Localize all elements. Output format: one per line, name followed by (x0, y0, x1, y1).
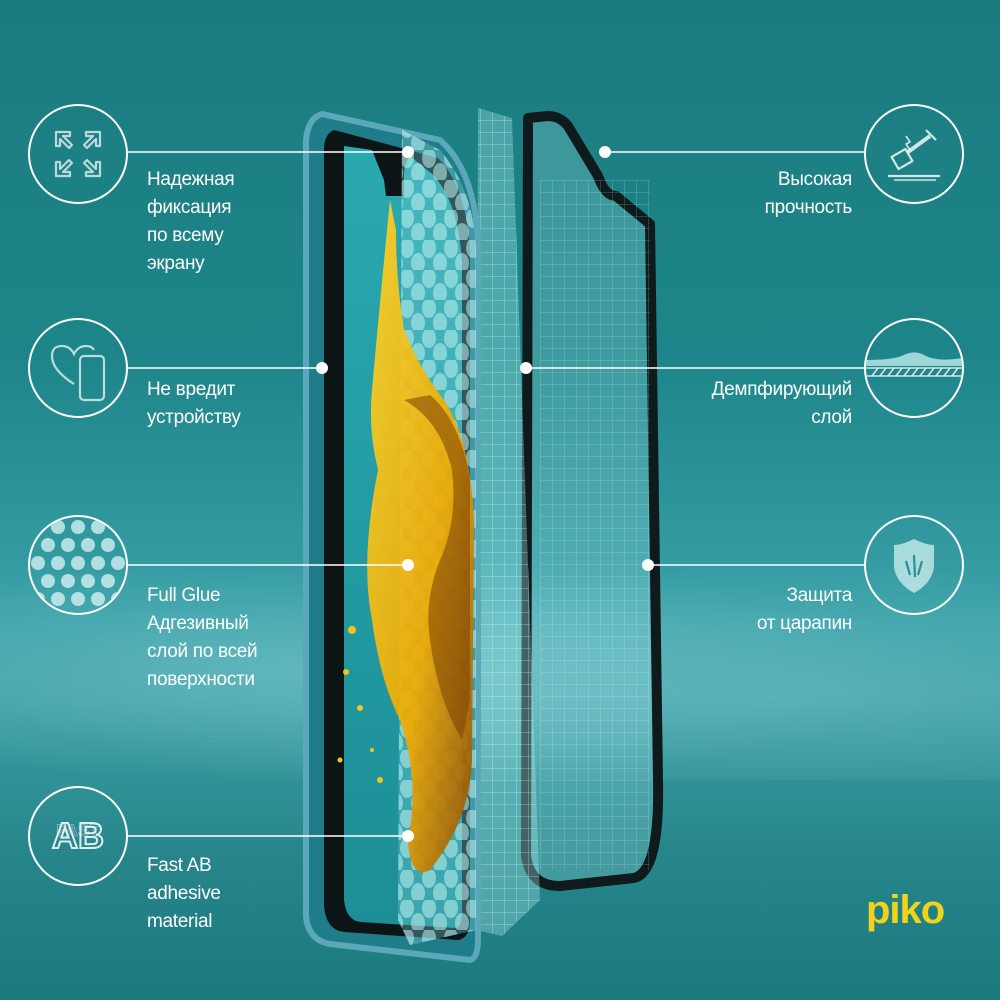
fast-ab-icon: FAST AB (28, 786, 128, 886)
connector-dot (402, 559, 414, 571)
label-line: Адгезивный (147, 613, 249, 634)
connector-lines (126, 151, 866, 837)
connector-dot (599, 146, 611, 158)
label-line: Надежная (147, 169, 235, 190)
hammer-impact-icon (864, 104, 964, 204)
label-line: Full Glue (147, 585, 221, 606)
label-line: слой (811, 407, 852, 428)
connector-dot (402, 830, 414, 842)
glass-film-layer (521, 111, 664, 891)
mesh-layer (476, 108, 540, 936)
heart-phone-icon (28, 318, 128, 418)
feature-label-safe: Не вредит устройству (147, 376, 241, 432)
label-line: Fast AB (147, 855, 212, 876)
brand-logo-text: piko (866, 888, 945, 932)
label-line: Защита (786, 585, 852, 606)
label-line: поверхности (147, 669, 255, 690)
label-line: Высокая (777, 169, 852, 190)
shield-icon (864, 515, 964, 615)
label-line: фиксация (147, 197, 232, 218)
connector-dot (402, 146, 414, 158)
connector-dots (316, 146, 654, 842)
connector-dot (520, 362, 532, 374)
label-line: Не вредит (147, 379, 236, 400)
label-line: adhesive (147, 883, 221, 904)
label-line: material (147, 911, 213, 932)
feature-label-scratch: Защита от царапин (757, 582, 852, 638)
brand-logo: piko (866, 888, 945, 933)
feature-label-damper: Демпфирующий слой (711, 376, 853, 432)
connector-dot (316, 362, 328, 374)
label-line: устройству (147, 407, 241, 428)
expand-arrows-icon (28, 104, 128, 204)
feature-label-strength: Высокая прочность (764, 166, 853, 222)
damper-layer-icon (864, 318, 964, 418)
feature-label-full-glue: Full Glue Адгезивный слой по всей поверх… (147, 582, 258, 694)
label-line: экрану (147, 253, 205, 274)
feature-label-fixation: Надежная фиксация по всему экрану (147, 166, 235, 278)
dots-pattern-icon (28, 515, 128, 615)
fast-text: FAST (56, 821, 100, 840)
feature-label-fast-ab: Fast AB adhesive material (147, 852, 221, 936)
glue-layer (337, 130, 476, 945)
label-line: Демпфирующий (711, 379, 853, 400)
label-line: слой по всей (147, 641, 258, 662)
ab-text: AB (52, 815, 104, 856)
label-line: прочность (764, 197, 853, 218)
label-line: по всему (147, 225, 224, 246)
connector-dot (642, 559, 654, 571)
label-line: от царапин (756, 613, 852, 634)
